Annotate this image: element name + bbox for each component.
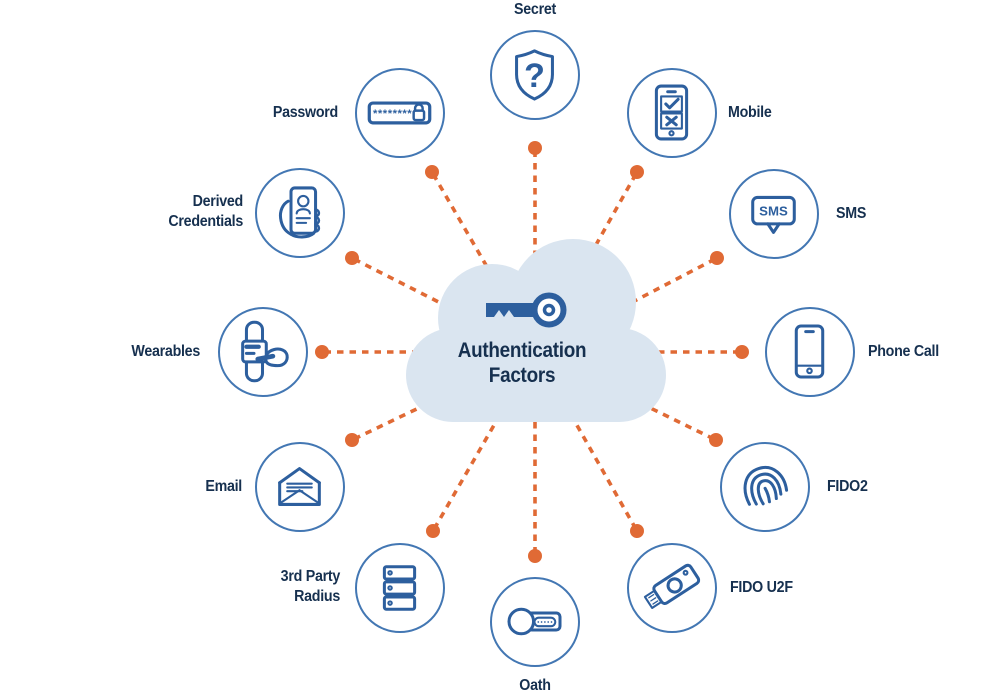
diagram-title: Authentication Factors [457, 339, 587, 387]
node-derived-credentials [255, 168, 345, 258]
node-password: ******** [355, 68, 445, 158]
spoke-dot [425, 165, 439, 179]
spoke-dot [345, 433, 359, 447]
label-oath: Oath [519, 677, 551, 694]
otp-token-icon [507, 607, 562, 636]
node-wearables [218, 307, 308, 397]
node-phone-call [765, 307, 855, 397]
node-3rd-party-radius [355, 543, 445, 633]
spoke-dot [426, 524, 440, 538]
node-oath [490, 577, 580, 667]
spoke-dot [315, 345, 329, 359]
label-mobile: Mobile [728, 104, 772, 121]
spoke-dot [630, 524, 644, 538]
spoke-line [431, 412, 503, 532]
server-stack-icon [382, 565, 417, 611]
svg-text:********: ******** [373, 108, 412, 120]
spoke-line [430, 171, 503, 292]
svg-text:SMS: SMS [759, 203, 788, 218]
label-password: Password [272, 104, 338, 121]
spoke-line [597, 256, 718, 322]
mobile-verify-icon [654, 84, 689, 141]
label-fido-u2f: FIDO U2F [730, 579, 793, 596]
spoke-dot [528, 141, 542, 155]
spoke-line [351, 380, 474, 442]
fingerprint-icon [743, 465, 789, 506]
node-email [255, 442, 345, 532]
node-fido2 [720, 442, 810, 532]
shield-question-icon: ? [515, 49, 554, 101]
password-field-icon: ******** [367, 101, 432, 125]
spoke-line [351, 256, 475, 322]
spoke-dot [345, 251, 359, 265]
label-phone-call: Phone Call [868, 343, 939, 360]
usb-security-key-icon [643, 563, 701, 610]
label-secret: Secret [514, 1, 556, 18]
cloud-shape [406, 239, 666, 422]
spoke-dots [315, 141, 749, 563]
key-icon [486, 292, 567, 328]
spoke-line [568, 171, 639, 292]
node-sms: SMS [729, 169, 819, 259]
spoke-line [568, 412, 639, 532]
node-fido-u2f [627, 543, 717, 633]
smartphone-icon [794, 324, 825, 379]
spoke-dot [630, 165, 644, 179]
node-secret: ? [490, 30, 580, 120]
spoke-dot [735, 345, 749, 359]
sms-bubble-icon: SMS [751, 195, 796, 234]
label-derived-credentials: Derived Credentials [168, 193, 243, 230]
svg-text:?: ? [524, 57, 545, 95]
label-fido2: FIDO2 [827, 478, 868, 495]
label-wearables: Wearables [131, 343, 200, 360]
hand-phone-id-icon [278, 186, 321, 239]
spoke-dot [709, 433, 723, 447]
label-3rd-party-radius: 3rd Party Radius [280, 568, 341, 605]
envelope-icon [278, 467, 321, 506]
node-mobile [627, 68, 717, 158]
spoke-dot [710, 251, 724, 265]
label-email: Email [205, 478, 242, 495]
smartwatch-icon [241, 320, 289, 383]
label-sms: SMS [836, 205, 867, 222]
spoke-dot [528, 549, 542, 563]
